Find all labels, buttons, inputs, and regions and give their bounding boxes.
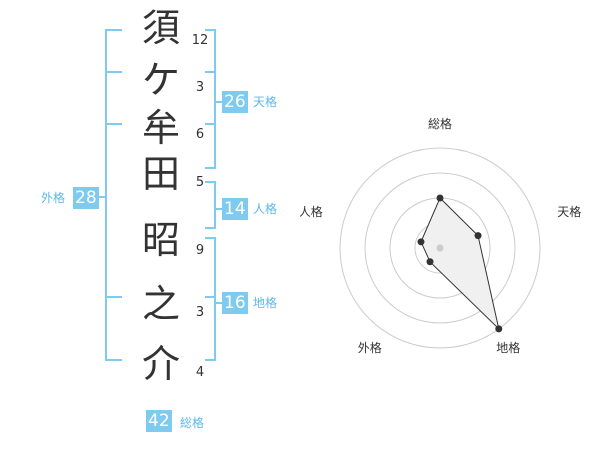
radar-center-point [436,244,444,252]
radar-point-5 [417,238,425,246]
name-char-2: ケ [141,58,180,102]
jinkaku-bracket-tick [205,227,216,229]
radar-axis-label-4: 外格 [358,340,382,355]
stroke-count-4: 5 [195,175,205,190]
tenkaku-bracket-tick [205,29,216,31]
name-char-1: 須 [141,6,180,50]
tenkaku-bracket-tick [205,167,216,169]
gaikaku-bracket-tick [105,71,122,73]
chikaku-connector [216,302,222,304]
stroke-count-1: 12 [191,33,209,48]
jinkaku-bracket-line [214,181,216,229]
chikaku-label: 地格 [253,296,278,310]
gaikaku-bracket-tick [105,123,122,125]
gaikaku-bracket-line [105,29,107,361]
radar-polygon-layer [420,197,500,331]
gaikaku-connector [98,196,105,198]
tenkaku-bracket-tick [205,123,216,125]
stroke-count-2: 3 [195,80,205,95]
radar-ring [339,147,541,349]
radar-points-layer [417,194,503,333]
gaikaku-value-badge: 28 [73,187,99,209]
radar-polygon [420,197,500,331]
jinkaku-connector [216,208,222,210]
stroke-count-5: 9 [195,243,205,258]
radar-point-2 [474,232,482,240]
soukaku-value-badge: 42 [146,410,172,432]
name-char-4: 田 [141,152,180,196]
radar-point-3 [495,325,503,333]
tenkaku-bracket-tick [205,71,216,73]
stroke-count-6: 3 [195,305,205,320]
radar-point-1 [436,194,444,202]
radar-axis-label-2: 天格 [557,204,581,219]
radar-axis-label-3: 地格 [496,340,520,355]
name-char-6: 之 [141,282,180,326]
name-char-3: 牟 [141,106,180,150]
chikaku-bracket-line [214,237,216,361]
name-char-5: 昭 [141,218,180,262]
chikaku-bracket-tick [205,237,216,239]
tenkaku-label: 天格 [253,95,278,109]
chikaku-value-badge: 16 [222,292,248,314]
gaikaku-bracket-tick [105,29,122,31]
jinkaku-label: 人格 [253,202,278,216]
name-char-7: 介 [141,342,180,386]
tenkaku-value-badge: 26 [222,91,248,113]
radar-ring [364,172,516,324]
tenkaku-connector [216,101,222,103]
chikaku-bracket-tick [205,359,216,361]
tenkaku-bracket-line [214,29,216,169]
jinkaku-bracket-tick [205,181,216,183]
gaikaku-bracket-tick [105,296,122,298]
stroke-count-3: 6 [195,127,205,142]
soukaku-label: 総格 [180,416,205,430]
radar-point-4 [426,258,434,266]
gaikaku-bracket-tick [105,359,122,361]
chikaku-bracket-tick [205,296,216,298]
jinkaku-value-badge: 14 [222,198,248,220]
gaikaku-label: 外格 [41,191,66,205]
stroke-count-7: 4 [195,365,205,380]
radar-axis-label-1: 総格 [428,116,452,131]
radar-axis-label-5: 人格 [300,204,323,219]
